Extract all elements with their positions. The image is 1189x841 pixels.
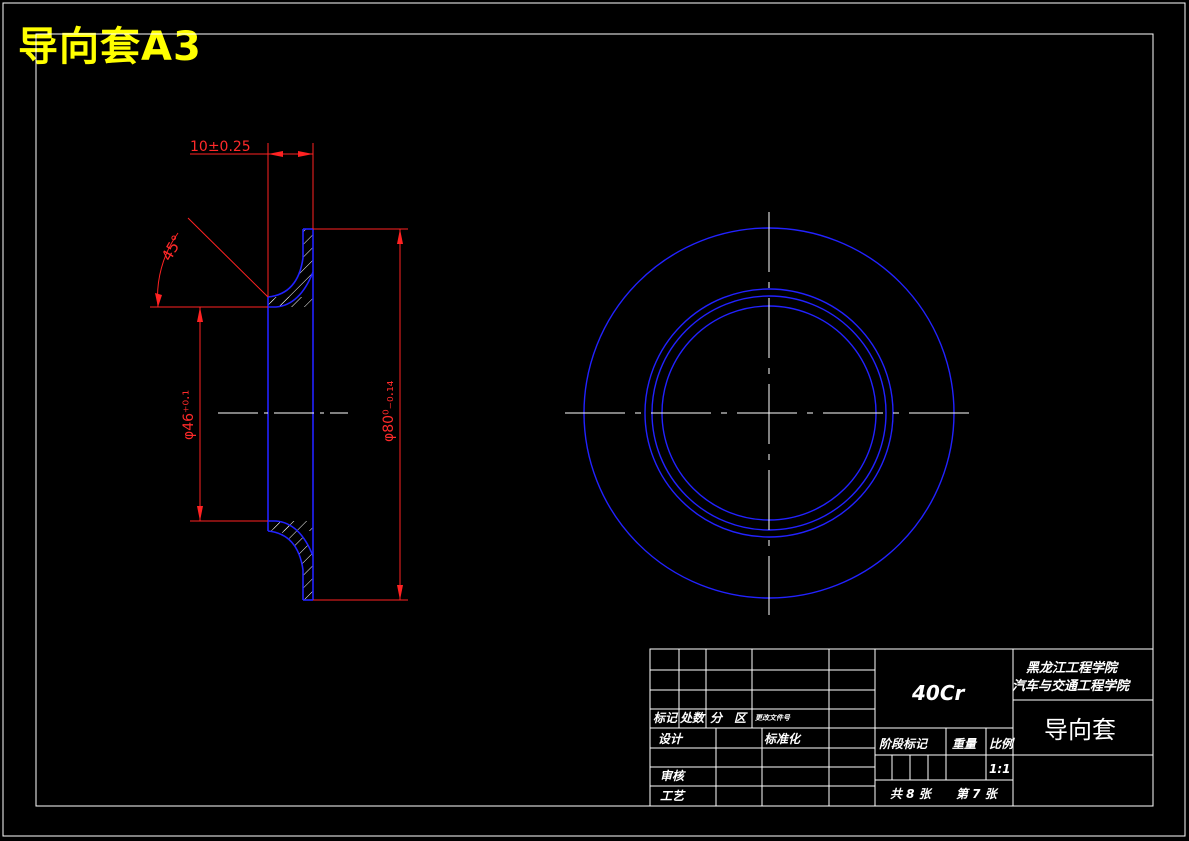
part-name: 导向套 xyxy=(1044,716,1116,744)
dim-inner-diameter: φ46⁺⁰·¹ xyxy=(181,390,197,440)
sheet-number: 第 7 张 xyxy=(956,787,999,801)
label-process: 工艺 xyxy=(660,789,686,803)
hatch-flange-bottom xyxy=(268,521,313,600)
title-block-text: 40Cr 黑龙江工程学院 汽车与交通工程学院 导向套 标记 处数 分 区 更改文… xyxy=(653,660,1132,803)
label-design: 设计 xyxy=(658,732,684,746)
header-change-doc: 更改文件号 xyxy=(755,713,791,722)
hatch-flange-top xyxy=(268,229,313,307)
title-block xyxy=(649,648,1154,807)
dim-thickness: 10±0.25 xyxy=(190,139,251,155)
header-count: 处数 xyxy=(679,711,706,725)
header-zone: 分 区 xyxy=(710,711,748,725)
dim-angle: 45° xyxy=(158,232,187,264)
label-standardize: 标准化 xyxy=(764,732,802,746)
label-stage-mark: 阶段标记 xyxy=(879,737,929,751)
school-name: 黑龙江工程学院 xyxy=(1026,660,1120,676)
header-mark: 标记 xyxy=(653,711,679,725)
section-view: 10±0.25 45° φ46⁺⁰·¹ φ80⁰₋₀.₁₄ xyxy=(150,139,408,601)
front-view xyxy=(565,212,973,615)
label-scale: 比例 xyxy=(989,737,1015,751)
sheets-total: 共 8 张 xyxy=(890,787,933,801)
label-weight: 重量 xyxy=(952,737,978,751)
label-review: 审核 xyxy=(660,769,686,783)
scale-value: 1:1 xyxy=(989,762,1011,776)
material: 40Cr xyxy=(911,681,966,705)
department-name: 汽车与交通工程学院 xyxy=(1012,678,1132,694)
dim-outer-diameter: φ80⁰₋₀.₁₄ xyxy=(381,380,397,442)
inner-frame xyxy=(35,33,1154,807)
drawing-title: 导向套A3 xyxy=(18,24,202,70)
